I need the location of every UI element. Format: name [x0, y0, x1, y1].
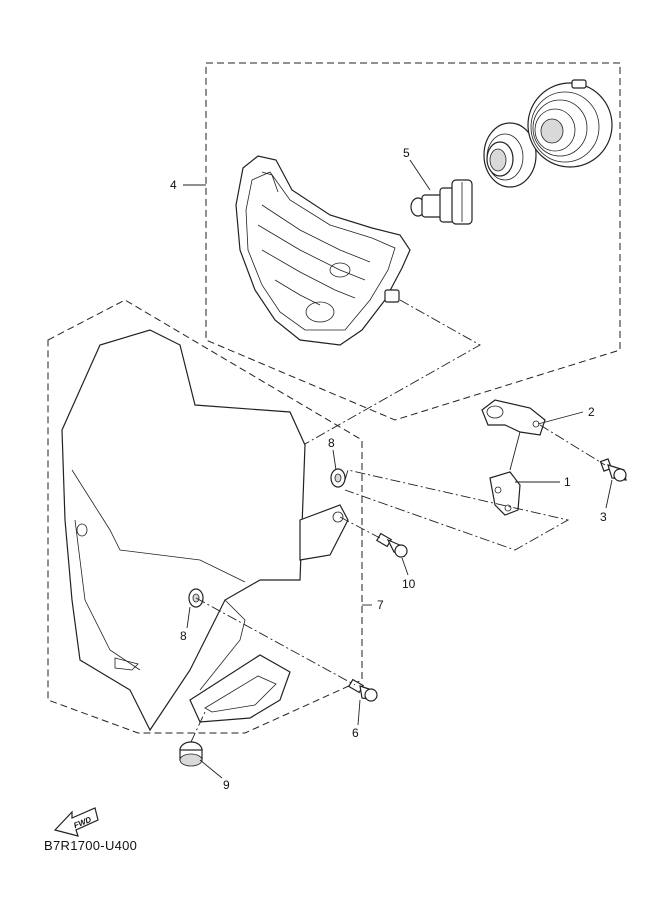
damper [179, 741, 203, 767]
leader-10 [401, 557, 409, 576]
callout-9: 9 [223, 778, 230, 792]
bulb-cover-ring [483, 122, 537, 188]
callout-7: 7 [377, 598, 384, 612]
leader-2 [537, 411, 584, 425]
bulb-cover-cap [527, 79, 613, 168]
stay-1 [489, 471, 521, 516]
leader-3 [605, 479, 613, 509]
assembly-line-bolt10 [339, 516, 381, 539]
headlight-unit [235, 155, 411, 346]
assembly-line-damper [190, 711, 206, 743]
headlight-bulb [410, 179, 473, 225]
bolt-3 [599, 458, 627, 482]
leader-8b [186, 606, 191, 629]
headlight-assembly-boundary [205, 62, 621, 421]
callout-1: 1 [564, 475, 571, 489]
callout-6: 6 [352, 726, 359, 740]
leader-8a [332, 449, 337, 471]
cover-assembly-boundary [47, 299, 363, 734]
leader-2b [509, 431, 521, 471]
bolt-10 [375, 532, 408, 558]
bracket-2 [481, 399, 546, 436]
callout-8-lower: 8 [180, 629, 187, 643]
fwd-arrow-icon: FWD [53, 807, 99, 837]
bolt-6 [347, 678, 378, 702]
leader-6 [357, 699, 361, 726]
headlight-cover [61, 329, 349, 732]
callout-4: 4 [170, 178, 177, 192]
assembly-line-bracket [539, 424, 606, 466]
callout-2: 2 [588, 405, 595, 419]
callout-3: 3 [600, 510, 607, 524]
assembly-line-lower-bolt [195, 597, 356, 686]
diagram-code: B7R1700-U400 [44, 838, 138, 853]
leader-5 [409, 159, 431, 191]
callout-10: 10 [402, 577, 416, 591]
assembly-line-grommet [344, 469, 570, 551]
grommet-upper [330, 468, 346, 488]
callout-5: 5 [403, 146, 410, 160]
leader-9 [199, 759, 223, 779]
callout-8-upper: 8 [328, 436, 335, 450]
